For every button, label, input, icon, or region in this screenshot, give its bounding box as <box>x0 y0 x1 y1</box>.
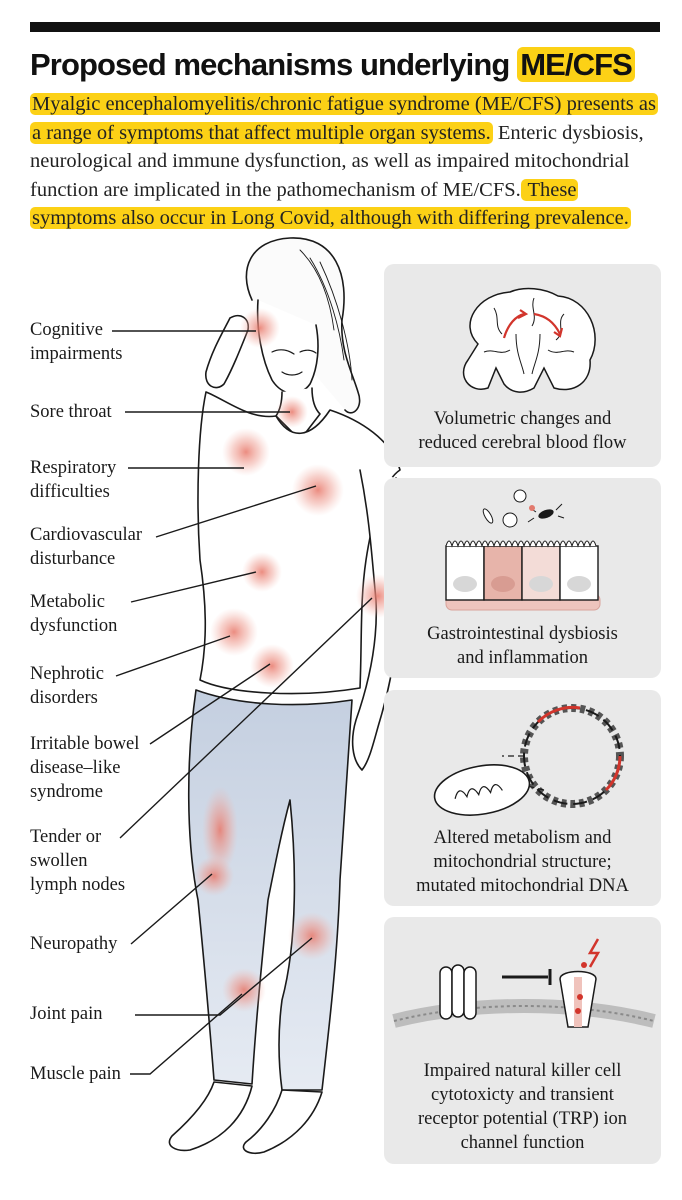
header-rule <box>30 22 660 32</box>
label-neuropathy: Neuropathy <box>30 934 118 954</box>
figure-subtitle: Myalgic encephalomyelitis/chronic fatigu… <box>30 90 660 233</box>
label-joint-pain: Joint pain <box>30 1004 103 1024</box>
title-highlight: ME/CFS <box>517 47 635 82</box>
label-sore-throat: Sore throat <box>30 402 112 422</box>
cell-membrane-channel-icon <box>392 938 656 1028</box>
leader-lines <box>112 330 373 1075</box>
subtitle-plain: Enteric dysbiosis, neurological and immu… <box>30 121 644 201</box>
label-muscle-pain: Muscle pain <box>30 1064 121 1084</box>
inflammation-glows <box>194 308 400 1012</box>
figure-title: Proposed mechanisms underlying ME/CFS <box>30 46 670 84</box>
mitochondria-dna-icon <box>433 704 624 816</box>
intestine-cells-icon <box>445 489 601 611</box>
title-text: Proposed mechanisms underlying <box>30 47 518 82</box>
brain-icon <box>462 287 596 393</box>
